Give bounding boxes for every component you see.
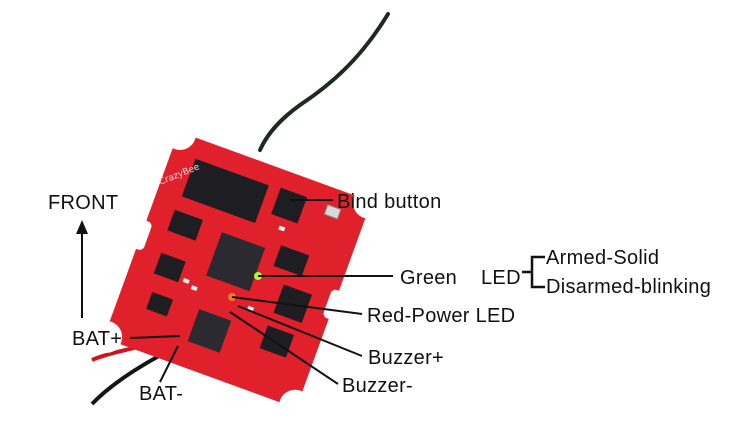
bat-minus-label: BAT- <box>139 383 184 405</box>
bind-button-label: Bind button <box>337 191 442 213</box>
buzzer-plus-line <box>237 305 363 357</box>
red-power-led-line <box>231 296 363 315</box>
buzzer-minus-line <box>229 311 339 385</box>
front-arrow-head <box>76 220 88 234</box>
led-label: LED <box>481 267 521 289</box>
led-bracket <box>530 255 545 289</box>
bat-plus-line <box>129 335 181 339</box>
pcb-board <box>90 117 385 422</box>
disarmed-blinking-label: Disarmed-blinking <box>546 276 712 298</box>
armed-solid-label: Armed-Solid <box>546 247 660 269</box>
buzzer-minus-label: Buzzer- <box>342 375 414 397</box>
green-label: Green <box>400 267 458 289</box>
front-label: FRONT <box>48 192 119 214</box>
red-power-led-label: Red-Power LED <box>367 305 516 327</box>
bat-minus-line <box>159 345 179 383</box>
buzzer-plus-label: Buzzer+ <box>368 347 445 369</box>
bat-plus-label: BAT+ <box>72 328 123 350</box>
antenna-wire <box>258 12 390 152</box>
